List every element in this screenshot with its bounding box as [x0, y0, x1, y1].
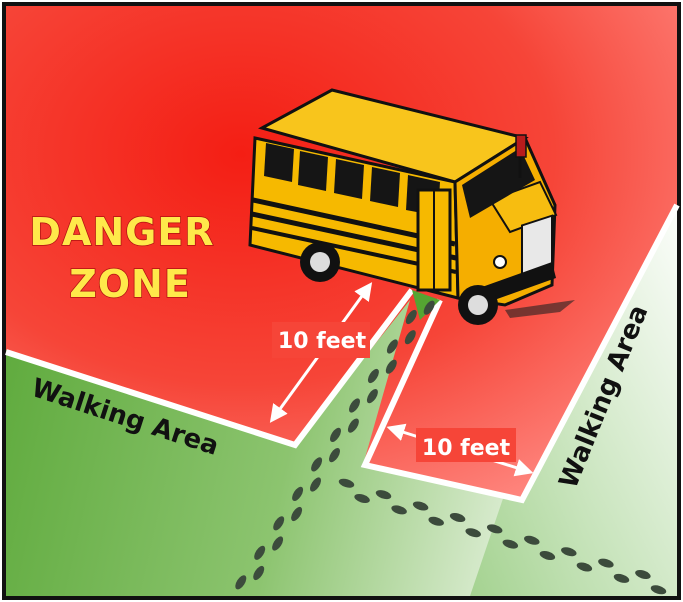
danger-zone-title-line1: DANGER [29, 210, 214, 254]
distance-label-right: 10 feet [422, 436, 511, 461]
danger-zone-title-line2: ZONE [69, 262, 191, 306]
distance-label-left: 10 feet [278, 329, 367, 354]
